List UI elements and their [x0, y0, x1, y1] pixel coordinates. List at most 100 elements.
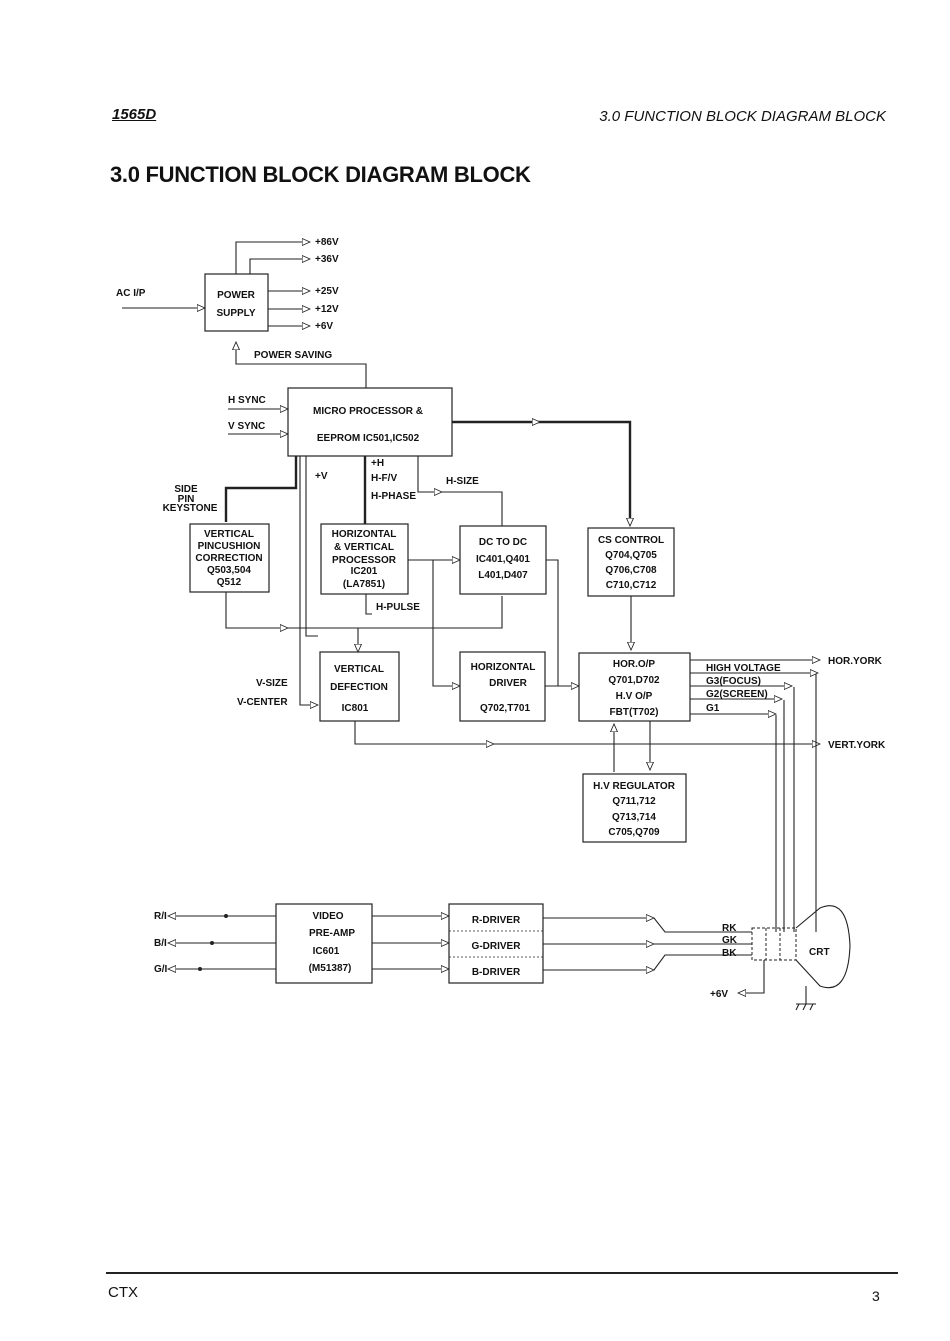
rgb-driver-block: R-DRIVER G-DRIVER B-DRIVER — [448, 903, 544, 984]
hvreg-line-1: H.V REGULATOR — [593, 781, 676, 792]
vert-yoke-line — [354, 721, 820, 744]
vpin-line-2: PINCUSHION — [198, 541, 261, 552]
hphase-label: H-PHASE — [371, 491, 416, 502]
ground-symbol — [795, 986, 816, 1011]
microprocessor-block: MICRO PROCESSOR & EEPROM IC501,IC502 — [287, 387, 453, 457]
cs-line-2: Q704,Q705 — [605, 550, 657, 561]
g1-label: G1 — [706, 703, 720, 714]
vdef-line-3: IC801 — [342, 703, 369, 714]
plus-h-label: +H — [371, 458, 384, 469]
vpin-line-3: CORRECTION — [195, 553, 262, 564]
vpin-line-4: Q503,504 — [207, 565, 251, 576]
hout-line-4: FBT(T702) — [610, 707, 659, 718]
out-6v-label: +6V — [315, 321, 333, 332]
ac-input-label: AC I/P — [116, 288, 146, 299]
vsync-label: V SYNC — [228, 421, 265, 432]
plus-v-label: +V — [315, 471, 328, 482]
hdrv-line-2: DRIVER — [489, 678, 528, 689]
preamp-line-3: IC601 — [313, 946, 340, 957]
hvproc-line-5: (LA7851) — [343, 579, 385, 590]
gk-label: GK — [722, 935, 738, 946]
preamp-line-1: VIDEO — [312, 911, 343, 922]
hvreg-line-3: Q713,714 — [612, 812, 656, 823]
section-header: 3.0 FUNCTION BLOCK DIAGRAM BLOCK — [599, 108, 886, 125]
r-input-label: R/I — [154, 911, 167, 922]
hpulse-line — [365, 594, 372, 615]
micro-label-2: EEPROM IC501,IC502 — [317, 433, 420, 444]
out-86v-label: +86V — [315, 237, 339, 248]
horizontal-driver-block: HORIZONTAL DRIVER Q702,T701 — [459, 651, 546, 722]
vert-yoke-label: VERT.YORK — [828, 740, 886, 751]
out-12v-label: +12V — [315, 304, 339, 315]
cs-line-1: CS CONTROL — [598, 535, 664, 546]
crt-label: CRT — [809, 947, 830, 958]
dc-to-dc-block: DC TO DC IC401,Q401 L401,D407 — [459, 525, 547, 595]
proc-to-hdriver — [432, 560, 460, 686]
footer-rule — [106, 1272, 898, 1274]
hout-line-2: Q701,D702 — [608, 675, 660, 686]
hvproc-line-1: HORIZONTAL — [332, 529, 397, 540]
vdef-line-2: DEFECTION — [330, 682, 388, 693]
vcenter-label: V-CENTER — [237, 697, 288, 708]
power-supply-label-2: SUPPLY — [216, 308, 255, 319]
hvproc-line-2: & VERTICAL — [334, 542, 394, 553]
power-supply-block: POWER SUPPLY — [204, 273, 269, 332]
plus-v-line — [305, 456, 318, 637]
vsize-vcenter-line — [299, 456, 318, 705]
cs-line-3: Q706,C708 — [605, 565, 657, 576]
bus-to-cs-control — [452, 420, 632, 524]
hv-regulator-block: H.V REGULATOR Q711,712 Q713,714 C705,Q70… — [582, 773, 687, 843]
hor-yoke-label: HOR.YORK — [828, 656, 883, 667]
hvproc-line-3: PROCESSOR — [332, 555, 397, 566]
hfv-label: H-F/V — [371, 473, 397, 484]
out-86v-line — [235, 242, 310, 274]
page-number: 3 — [872, 1288, 880, 1304]
vertical-deflection-block: VERTICAL DEFECTION IC801 — [319, 651, 400, 722]
out-36v-line — [249, 259, 310, 274]
pincushion-output-line — [225, 592, 503, 629]
hdrv-line-3: Q702,T701 — [480, 703, 530, 714]
vsize-label: V-SIZE — [256, 678, 288, 689]
r-driver-label: R-DRIVER — [472, 915, 521, 926]
g2-label: G2(SCREEN) — [706, 689, 768, 700]
horizontal-output-block: HOR.O/P Q701,D702 H.V O/P FBT(T702) — [578, 652, 691, 722]
g-input-label: G/I — [154, 964, 168, 975]
b-input-label: B/I — [154, 938, 167, 949]
high-voltage-label: HIGH VOLTAGE — [706, 663, 781, 674]
rk-label: RK — [722, 923, 737, 934]
out-36v-label: +36V — [315, 254, 339, 265]
out-25v-label: +25V — [315, 286, 339, 297]
hout-line-3: H.V O/P — [616, 691, 653, 702]
preamp-line-4: (M51387) — [309, 963, 352, 974]
hout-line-1: HOR.O/P — [613, 659, 656, 670]
vertical-pincushion-block: VERTICAL PINCUSHION CORRECTION Q503,504 … — [189, 523, 270, 593]
vpin-line-1: VERTICAL — [204, 529, 254, 540]
plus6v-line — [738, 960, 765, 993]
dcdc-line-3: L401,D407 — [478, 570, 528, 581]
hvreg-line-4: C705,Q709 — [608, 827, 660, 838]
cs-line-4: C710,C712 — [606, 580, 657, 591]
dcdc-line-2: IC401,Q401 — [476, 554, 530, 565]
video-preamp-block: VIDEO PRE-AMP IC601 (M51387) — [275, 903, 373, 984]
pin-label: PIN — [178, 494, 195, 505]
hv-processor-block: HORIZONTAL & VERTICAL PROCESSOR IC201 (L… — [320, 523, 409, 595]
plus6v-label: +6V — [710, 989, 728, 1000]
dcdc-line-1: DC TO DC — [479, 537, 527, 548]
keystone-label: KEYSTONE — [163, 503, 218, 514]
power-saving-label: POWER SAVING — [254, 350, 332, 361]
power-saving-line — [236, 342, 367, 388]
bk-label: BK — [722, 948, 737, 959]
hpulse-label: H-PULSE — [376, 602, 420, 613]
crt-symbol: CRT — [751, 905, 851, 989]
hvproc-line-4: IC201 — [351, 566, 378, 577]
vpin-line-5: Q512 — [217, 577, 242, 588]
hdrv-line-1: HORIZONTAL — [471, 662, 536, 673]
vdef-line-1: VERTICAL — [334, 664, 384, 675]
hsize-label: H-SIZE — [446, 476, 479, 487]
g-driver-label: G-DRIVER — [472, 941, 522, 952]
power-supply-label-1: POWER — [217, 290, 256, 301]
hvreg-line-2: Q711,712 — [612, 796, 656, 807]
hsync-label: H SYNC — [228, 395, 266, 406]
cs-control-block: CS CONTROL Q704,Q705 Q706,C708 C710,C712 — [587, 527, 675, 597]
